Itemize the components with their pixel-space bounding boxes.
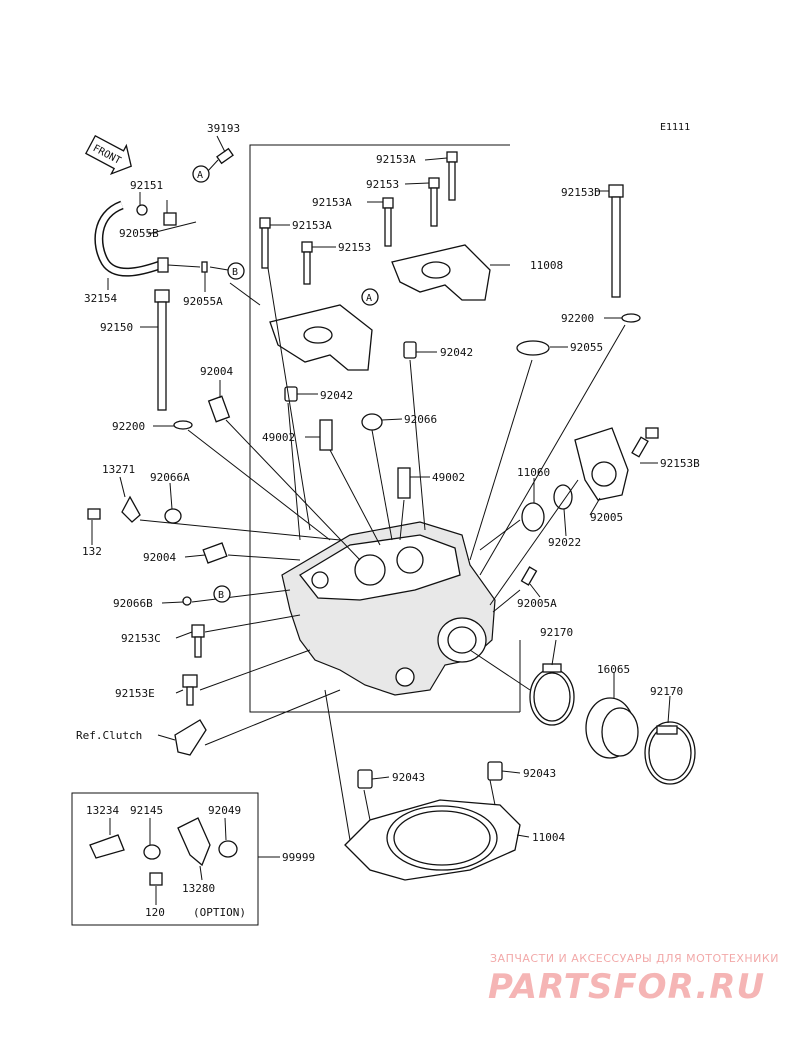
label-92145: 92145 bbox=[130, 804, 163, 817]
label-92042-a: 92042 bbox=[440, 346, 473, 359]
label-49002-b: 49002 bbox=[432, 471, 465, 484]
label-16065: 16065 bbox=[597, 663, 630, 676]
label-92153A-mid: 92153A bbox=[312, 196, 352, 209]
label-92042-b: 92042 bbox=[320, 389, 353, 402]
label-92153D: 92153D bbox=[561, 186, 601, 199]
label-99999: 99999 bbox=[282, 851, 315, 864]
watermark-tagline: ЗАПЧАСТИ И АКСЕССУАРЫ ДЛЯ МОТОТЕХНИКИ bbox=[490, 952, 779, 965]
label-92150: 92150 bbox=[100, 321, 133, 334]
label-92153A-top: 92153A bbox=[376, 153, 416, 166]
diagram-code: E1111 bbox=[660, 122, 690, 133]
leader-lines bbox=[91, 135, 671, 841]
label-92153-left: 92153 bbox=[338, 241, 371, 254]
front-arrow-icon: FRONT bbox=[85, 134, 132, 176]
label-ref-clutch: Ref.Clutch bbox=[76, 729, 142, 742]
label-49002-a: 49002 bbox=[262, 431, 295, 444]
bolt-92150 bbox=[154, 289, 193, 430]
head-gasket bbox=[344, 799, 521, 881]
label-92153-top: 92153 bbox=[366, 178, 399, 191]
label-92005A: 92005A bbox=[517, 597, 557, 610]
thermostat-housing bbox=[520, 427, 659, 586]
label-92153E: 92153E bbox=[115, 687, 155, 700]
svg-text:B: B bbox=[218, 590, 224, 601]
label-92049: 92049 bbox=[208, 804, 241, 817]
callout-a-mid: A bbox=[361, 288, 379, 306]
label-92055A: 92055A bbox=[183, 295, 223, 308]
left-small-parts bbox=[87, 495, 207, 756]
label-11008: 11008 bbox=[530, 259, 563, 272]
label-92066A: 92066A bbox=[150, 471, 190, 484]
label-92043-a: 92043 bbox=[392, 771, 425, 784]
svg-text:A: A bbox=[366, 293, 372, 304]
option-box bbox=[71, 792, 280, 926]
label-92170-a: 92170 bbox=[540, 626, 573, 639]
callout-b-mid: B bbox=[213, 585, 231, 603]
label-92151: 92151 bbox=[130, 179, 163, 192]
label-13234: 13234 bbox=[86, 804, 119, 817]
watermark: ЗАПЧАСТИ И АКСЕССУАРЫ ДЛЯ МОТОТЕХНИКИ PA… bbox=[488, 952, 779, 1007]
label-92004-mid: 92004 bbox=[143, 551, 176, 564]
label-92200-left: 92200 bbox=[112, 420, 145, 433]
label-92200-right: 92200 bbox=[561, 312, 594, 325]
label-92043-b: 92043 bbox=[523, 767, 556, 780]
callout-b-top: B bbox=[227, 262, 245, 280]
cylinder-head bbox=[281, 521, 496, 696]
breather-hose bbox=[94, 147, 234, 277]
intake-clamps bbox=[529, 663, 696, 785]
label-92004-top: 92004 bbox=[200, 365, 233, 378]
label-32154: 32154 bbox=[84, 292, 117, 305]
callout-a-top: A bbox=[192, 165, 210, 183]
label-92066: 92066 bbox=[404, 413, 437, 426]
o-ring-92055 bbox=[516, 340, 550, 356]
label-120: 120 bbox=[145, 906, 165, 919]
watermark-logo: PARTSFOR.RU bbox=[488, 967, 765, 1007]
svg-text:B: B bbox=[232, 267, 238, 278]
camshaft-cap-right bbox=[391, 244, 491, 301]
assembly-frame bbox=[249, 144, 521, 713]
label-92066B: 92066B bbox=[113, 597, 153, 610]
label-92153B: 92153B bbox=[660, 457, 700, 470]
valve-guides bbox=[164, 395, 411, 606]
label-11060: 11060 bbox=[517, 466, 550, 479]
label-92055: 92055 bbox=[570, 341, 603, 354]
label-option: (OPTION) bbox=[193, 906, 246, 919]
label-11004: 11004 bbox=[532, 831, 565, 844]
label-92153A-left: 92153A bbox=[292, 219, 332, 232]
camshaft-cap-left bbox=[269, 304, 373, 371]
label-39193: 39193 bbox=[207, 122, 240, 135]
label-92022: 92022 bbox=[548, 536, 581, 549]
svg-text:A: A bbox=[197, 170, 203, 181]
label-92153C: 92153C bbox=[121, 632, 161, 645]
label-132: 132 bbox=[82, 545, 102, 558]
label-92005: 92005 bbox=[590, 511, 623, 524]
label-92170-b: 92170 bbox=[650, 685, 683, 698]
label-13271: 13271 bbox=[102, 463, 135, 476]
label-92055B: 92055B bbox=[119, 227, 159, 240]
part-labels: E1111 39193 92151 92055B 32154 92055A 92… bbox=[76, 122, 700, 919]
bolts-top bbox=[259, 151, 641, 323]
label-13280: 13280 bbox=[182, 882, 215, 895]
